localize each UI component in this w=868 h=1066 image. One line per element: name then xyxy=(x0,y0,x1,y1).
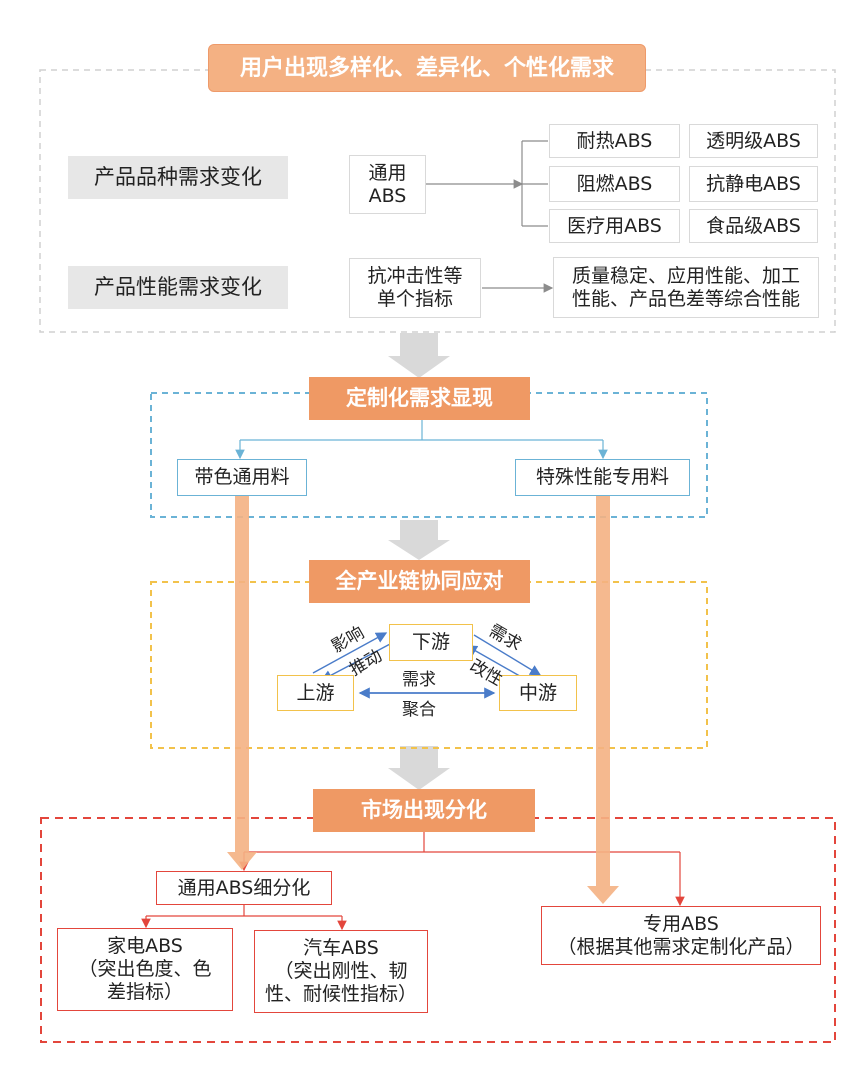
appliance-line2: （突出色度、色 xyxy=(78,958,212,980)
down-arrow-3 xyxy=(388,746,450,790)
orange-arrow-right xyxy=(587,492,619,904)
row2-source-box: 抗冲击性等 单个指标 xyxy=(349,258,481,318)
auto-abs-box: 汽车ABS （突出刚性、韧 性、耐候性指标） xyxy=(254,930,428,1013)
appliance-line3: 差指标） xyxy=(106,981,183,1003)
row2-target-line1: 质量稳定、应用性能、加工 xyxy=(571,264,800,287)
orange-arrow-left xyxy=(227,492,257,870)
chain-frame xyxy=(150,581,708,749)
auto-line1: 汽车ABS xyxy=(303,937,379,959)
row2-source-line1: 抗冲击性等 xyxy=(367,265,463,287)
general-abs-box: 通用ABS细分化 xyxy=(156,871,332,905)
down-arrow-2 xyxy=(388,520,450,560)
top-title: 用户出现多样化、差异化、个性化需求 xyxy=(208,44,646,92)
special-line2: （根据其他需求定制化产品） xyxy=(557,935,805,958)
row2-target-box: 质量稳定、应用性能、加工 性能、产品色差等综合性能 xyxy=(553,257,819,318)
label-demand: 需求 xyxy=(402,670,436,690)
row1-label: 产品品种需求变化 xyxy=(68,156,288,199)
appliance-abs-box: 家电ABS （突出色度、色 差指标） xyxy=(57,928,233,1011)
downstream-box: 下游 xyxy=(389,624,473,661)
row1-source-line1: 通用 xyxy=(368,161,407,184)
label-aggregate: 聚合 xyxy=(402,700,436,720)
target-heat: 耐热ABS xyxy=(549,124,680,158)
custom-title: 定制化需求显现 xyxy=(309,377,530,420)
chain-title: 全产业链协同应对 xyxy=(309,560,530,603)
row2-label: 产品性能需求变化 xyxy=(68,266,288,309)
auto-line2: （突出刚性、韧 xyxy=(274,960,408,982)
auto-line3: 性、耐候性指标） xyxy=(264,983,417,1005)
target-medical: 医疗用ABS xyxy=(549,209,680,243)
custom-left-box: 带色通用料 xyxy=(177,459,307,496)
row2-target-line2: 性能、产品色差等综合性能 xyxy=(571,287,800,310)
down-arrow-1 xyxy=(388,333,450,378)
special-line1: 专用ABS xyxy=(643,912,719,935)
row1-source-line2: ABS xyxy=(368,184,407,207)
market-title: 市场出现分化 xyxy=(313,789,535,832)
special-abs-box: 专用ABS （根据其他需求定制化产品） xyxy=(541,906,821,965)
row2-source-line2: 单个指标 xyxy=(376,288,453,310)
upstream-box: 上游 xyxy=(277,675,354,711)
midstream-box: 中游 xyxy=(499,675,577,711)
target-flame: 阻燃ABS xyxy=(549,166,680,202)
row1-source-box: 通用 ABS xyxy=(349,155,426,214)
custom-right-box: 特殊性能专用料 xyxy=(515,459,690,496)
target-food: 食品级ABS xyxy=(689,209,818,243)
appliance-line1: 家电ABS xyxy=(107,935,183,957)
target-antistatic: 抗静电ABS xyxy=(689,166,818,202)
target-transparent: 透明级ABS xyxy=(689,124,818,158)
